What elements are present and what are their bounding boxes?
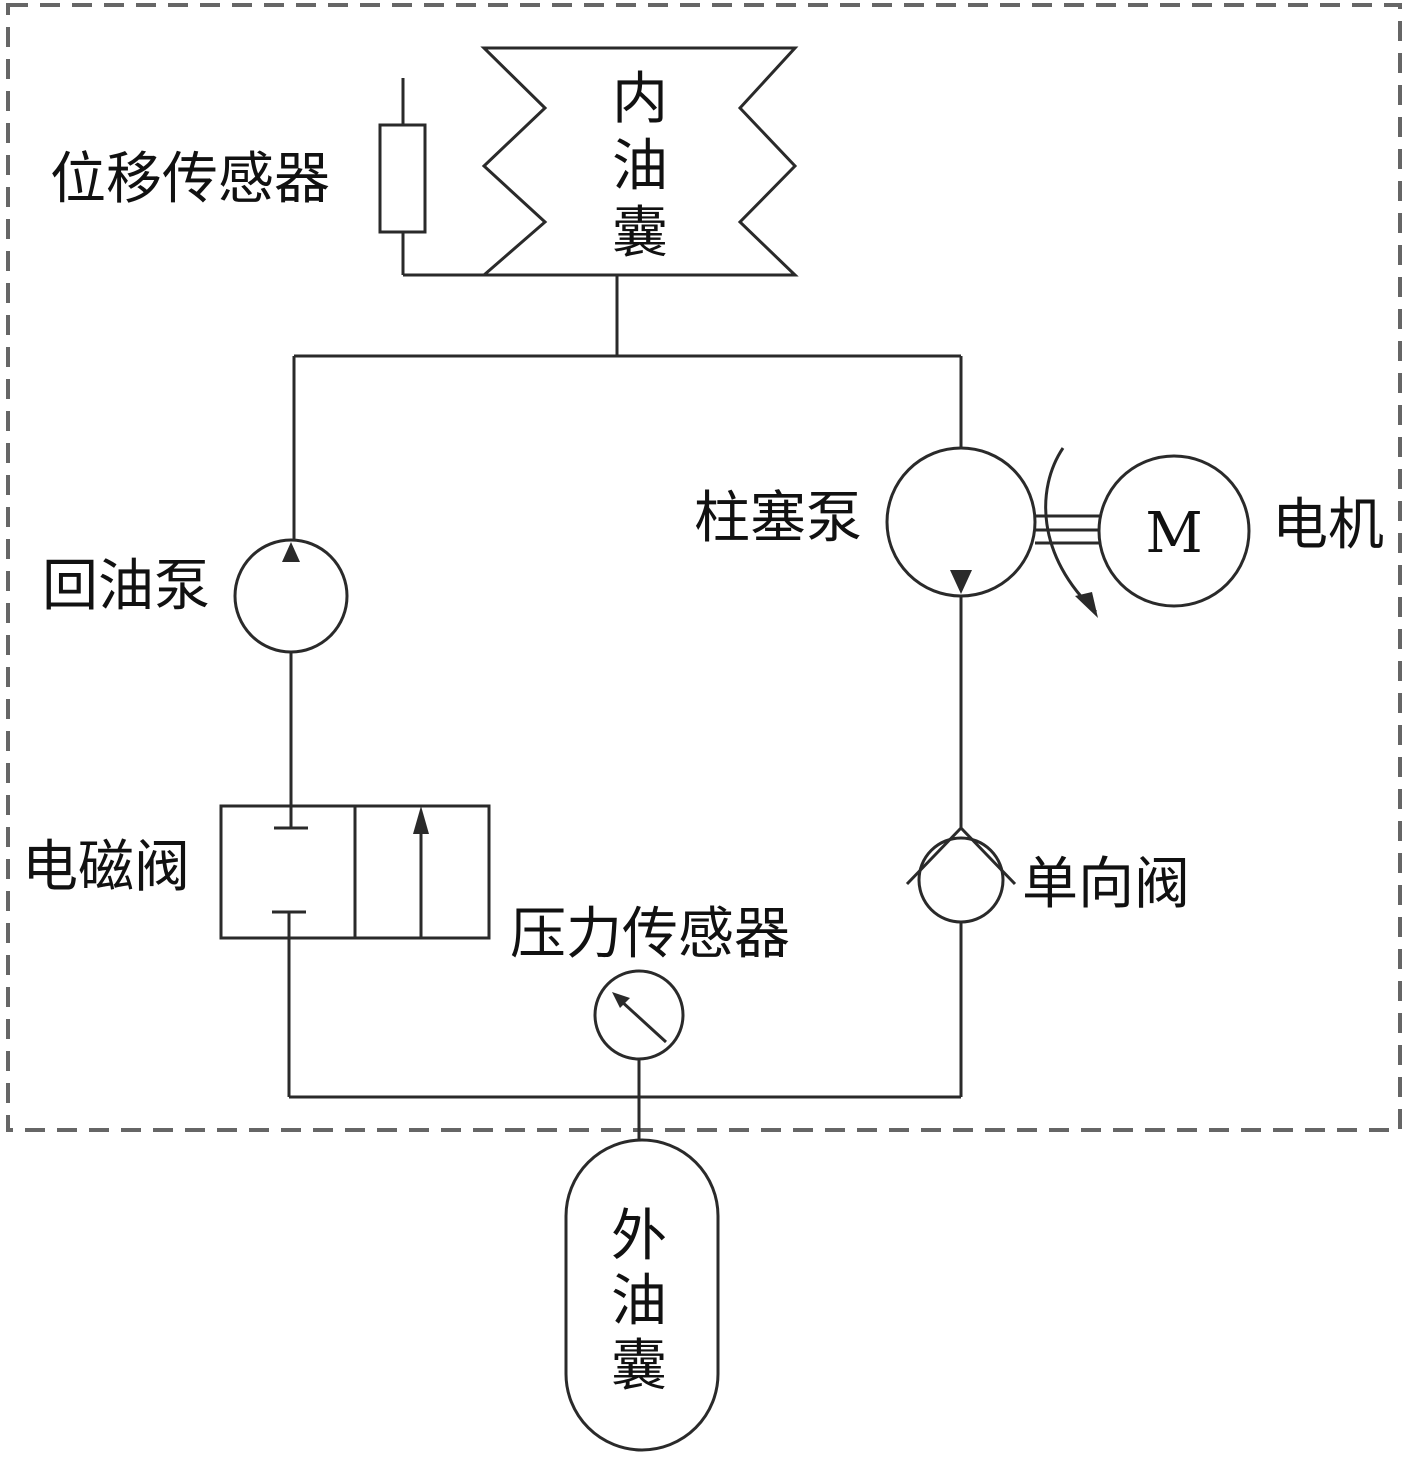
inner-bladder-shape [479,46,799,277]
check-valve [905,825,1017,924]
return-pump-label: 回油泵 [42,554,210,619]
shaft-coupling [1035,514,1100,545]
pressure-sensor [593,969,685,1061]
dashed-enclosure [6,3,1402,1132]
outer-bladder-label-2: 油 [611,1269,667,1334]
return-pump [233,538,349,654]
outer-bladder-shape [564,1138,720,1452]
outer-bladder-label-3: 囊 [611,1334,667,1399]
displacement-sensor [378,78,484,277]
plunger-pump [885,446,1037,598]
solenoid-valve-label: 电磁阀 [22,835,190,900]
pressure-sensor-label: 压力传感器 [510,902,790,967]
motor-circle [1097,454,1251,608]
plunger-pump-label: 柱塞泵 [694,486,862,551]
inner-bladder-label-2: 油 [612,134,668,199]
check-valve-label: 单向阀 [1022,852,1190,917]
motor-label: 电机 [1272,493,1384,558]
displacement-sensor-label: 位移传感器 [50,147,330,212]
inner-bladder-label-1: 内 [612,67,668,132]
inner-bladder-label-3: 囊 [612,201,668,266]
motor-symbol: M [1145,501,1202,566]
rotation-arrow [1044,447,1098,618]
solenoid-valve [219,804,491,940]
outer-bladder-label-1: 外 [611,1204,667,1269]
pipe-network [287,275,963,1140]
